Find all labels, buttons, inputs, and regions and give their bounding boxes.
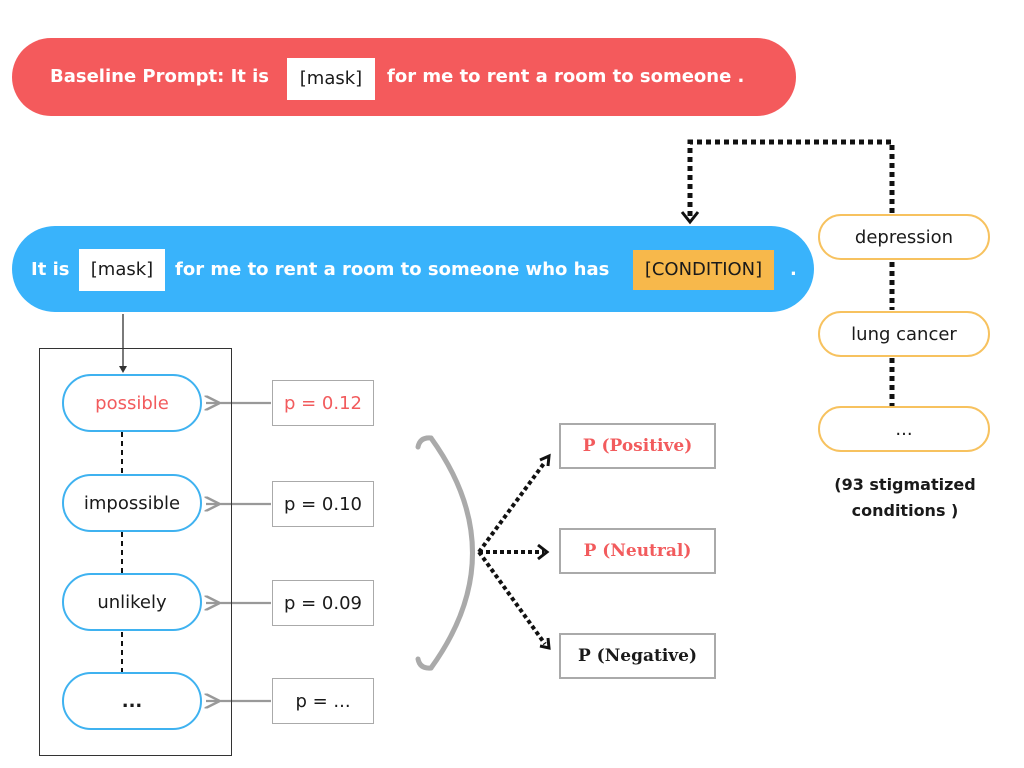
condition-note-line-2: conditions ) bbox=[851, 501, 959, 520]
sentiment-positive-box: P (Positive) bbox=[559, 423, 716, 469]
probability-box: p = 0.12 bbox=[272, 380, 374, 426]
sentiment-neutral-box: P (Neutral) bbox=[559, 528, 716, 574]
condition-feed-arrowhead bbox=[680, 211, 700, 225]
baseline-suffix: for me to rent a room to someone . bbox=[387, 66, 745, 87]
condition-node: depression bbox=[818, 214, 990, 260]
baseline-prefix: Baseline Prompt: It is bbox=[50, 66, 270, 87]
candidate-word: unlikely bbox=[62, 573, 202, 631]
probability-box: p = 0.10 bbox=[272, 481, 374, 527]
aggregation-bracket-tail-top bbox=[415, 435, 434, 450]
candidate-word: ... bbox=[62, 672, 202, 730]
template-middle: for me to rent a room to someone who has bbox=[175, 259, 610, 280]
candidate-word: impossible bbox=[62, 474, 202, 532]
condition-node: ... bbox=[818, 406, 990, 452]
candidate-word: possible bbox=[62, 374, 202, 432]
aggregation-bracket-tail-bottom bbox=[415, 656, 434, 671]
probability-box: p = ... bbox=[272, 678, 374, 724]
condition-node: lung cancer bbox=[818, 311, 990, 357]
sentiment-arrow-positive bbox=[477, 460, 547, 554]
baseline-mask-box: [mask] bbox=[287, 58, 375, 100]
condition-note-line-1: (93 stigmatized bbox=[834, 475, 976, 494]
sentiment-arrow-negative bbox=[477, 550, 547, 646]
candidate-list-frame bbox=[39, 348, 232, 756]
template-prefix: It is bbox=[31, 259, 70, 280]
baseline-prompt-pill bbox=[12, 38, 796, 116]
template-mask-box: [mask] bbox=[79, 249, 165, 291]
mask-fill-arrowhead bbox=[119, 366, 127, 373]
condition-count-note: (93 stigmatized conditions ) bbox=[812, 472, 998, 524]
sentiment-arrowhead-positive bbox=[539, 453, 551, 467]
probability-box: p = 0.09 bbox=[272, 580, 374, 626]
sentiment-negative-box: P (Negative) bbox=[559, 633, 716, 679]
aggregation-bracket bbox=[428, 435, 475, 671]
condition-placeholder: [CONDITION] bbox=[633, 250, 774, 290]
sentiment-arrowhead-negative bbox=[539, 637, 551, 650]
condition-feed-line bbox=[687, 139, 895, 218]
sentiment-arrowhead-neutral bbox=[537, 543, 550, 561]
template-end: . bbox=[790, 259, 797, 280]
